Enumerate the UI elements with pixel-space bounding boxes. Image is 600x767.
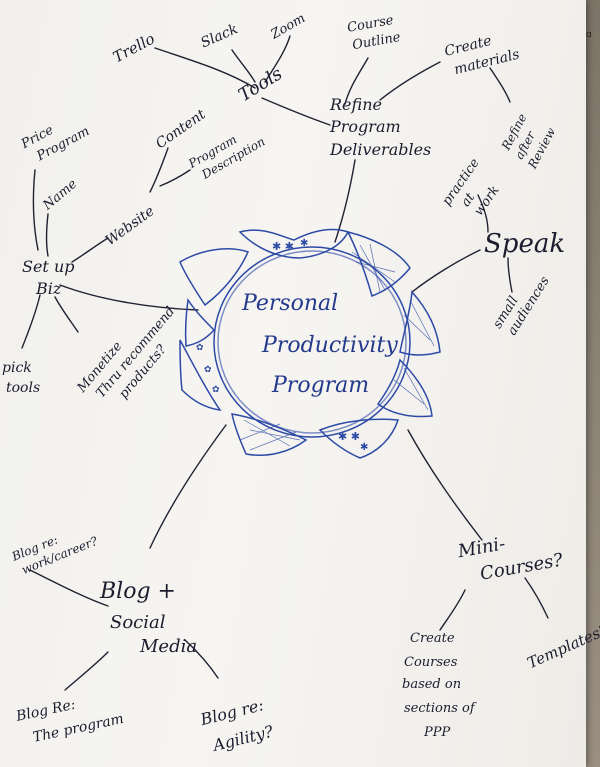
central-flower: ✱ ✱ ✱ ✱ ✱ ✱ ✿ ✿ ✿ Personal Productivity … (179, 228, 441, 459)
label-trello: Trello (110, 30, 158, 67)
label-price-program: Price Program (18, 108, 92, 168)
petal-hatching (239, 243, 435, 451)
label-blog-social-media: Blog + Social Media (99, 579, 197, 657)
line-setup-name (45, 213, 49, 257)
connector-lines (21, 35, 549, 691)
line-setup-pick (21, 294, 41, 349)
line-setup-website (71, 237, 109, 263)
label-zoom: Zoom (268, 11, 308, 43)
label-setup-biz: Set up Biz (22, 257, 80, 298)
label-pick-tools: pick tools (2, 360, 40, 396)
label-create-materials: Create materials (443, 27, 521, 79)
label-content: Content (153, 106, 209, 152)
line-refine-outline (344, 57, 369, 105)
line-create-refine-after (489, 67, 511, 103)
label-name: Name (40, 176, 81, 213)
petal-bottom-right (318, 418, 400, 459)
line-speak-practice (477, 194, 489, 233)
label-program-description: Program Description (185, 120, 267, 185)
line-mini-templates (524, 577, 549, 619)
line-setup-monetize (54, 296, 79, 333)
line-refine-center (334, 159, 356, 243)
line-website-description (159, 169, 191, 187)
edge-glimpse: ɑ (586, 30, 592, 40)
svg-text:✿: ✿ (204, 365, 212, 375)
center-title: Personal Productivity Program (241, 291, 405, 398)
line-tools-trello (154, 47, 256, 89)
label-website: Website (103, 203, 158, 249)
line-blog-work (29, 569, 109, 607)
label-slack: Slack (198, 21, 240, 51)
label-refine-deliverables: Refine Program Deliverables (329, 95, 431, 159)
line-speak-center (411, 249, 481, 293)
paper-sheet (0, 0, 586, 767)
label-refine-after-review: Refine after Review (497, 108, 560, 172)
line-blog-center (149, 424, 227, 549)
line-blog-agility (184, 639, 219, 679)
petal-right (399, 290, 441, 356)
svg-text:✱: ✱ (300, 238, 308, 249)
line-website-content (149, 147, 169, 193)
petal-left-top (179, 248, 250, 307)
line-setup-center (59, 284, 199, 311)
label-practice-at-work: practice at work (440, 152, 512, 227)
label-create-courses: Create Courses based on sections of PPP (402, 631, 479, 740)
label-small-audiences: small audiences (490, 265, 553, 340)
label-mini-courses: Mini- Courses? (455, 524, 565, 588)
label-tools: Tools (235, 63, 286, 106)
label-monetize: Monetize Thru recommend products? (74, 289, 195, 419)
line-setup-price (32, 169, 39, 251)
line-refine-create (379, 61, 441, 101)
line-tools-refine (261, 97, 331, 126)
line-blog-program (64, 651, 109, 691)
line-speak-small (507, 257, 513, 293)
label-course-outline: Course Outline (346, 12, 402, 53)
svg-text:✿: ✿ (196, 343, 204, 353)
flower-center-circle (213, 246, 411, 438)
label-blog-work-career: Blog re: work/career? (9, 519, 100, 579)
petal-bottom (231, 413, 308, 456)
petal-stars: ✱ ✱ ✱ ✱ ✱ ✱ ✿ ✿ ✿ (196, 238, 368, 453)
label-blog-the-program: Blog Re: The program (14, 687, 125, 748)
line-mini-create (439, 589, 466, 631)
label-blog-agility: Blog re: Agility? (198, 694, 278, 757)
petal-left (184, 297, 216, 347)
petal-right-top (346, 230, 411, 297)
svg-text:✱ ✱: ✱ ✱ (338, 430, 360, 443)
line-tools-slack (231, 49, 256, 83)
svg-text:✿: ✿ (212, 385, 220, 395)
svg-text:✱: ✱ (360, 442, 368, 453)
label-templates: Templates? (525, 620, 600, 672)
label-speak: Speak (484, 229, 565, 259)
line-mini-center (407, 429, 483, 541)
petal-right-bottom (376, 358, 433, 418)
line-tools-zoom (264, 35, 291, 83)
petal-left-bottom (179, 339, 222, 411)
